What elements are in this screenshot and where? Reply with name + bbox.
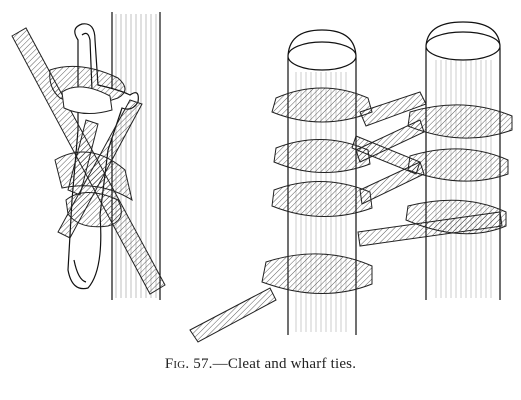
figure-caption: Fig. 57.—Cleat and wharf ties. [0,356,521,373]
wharf-tie-drawing [190,22,512,342]
cleat-and-wharf-illustration [0,0,521,350]
cleat-tie-drawing [12,12,165,300]
figure-label: Fig. 57. [165,356,213,372]
figure-caption-text: —Cleat and wharf ties. [213,356,357,372]
